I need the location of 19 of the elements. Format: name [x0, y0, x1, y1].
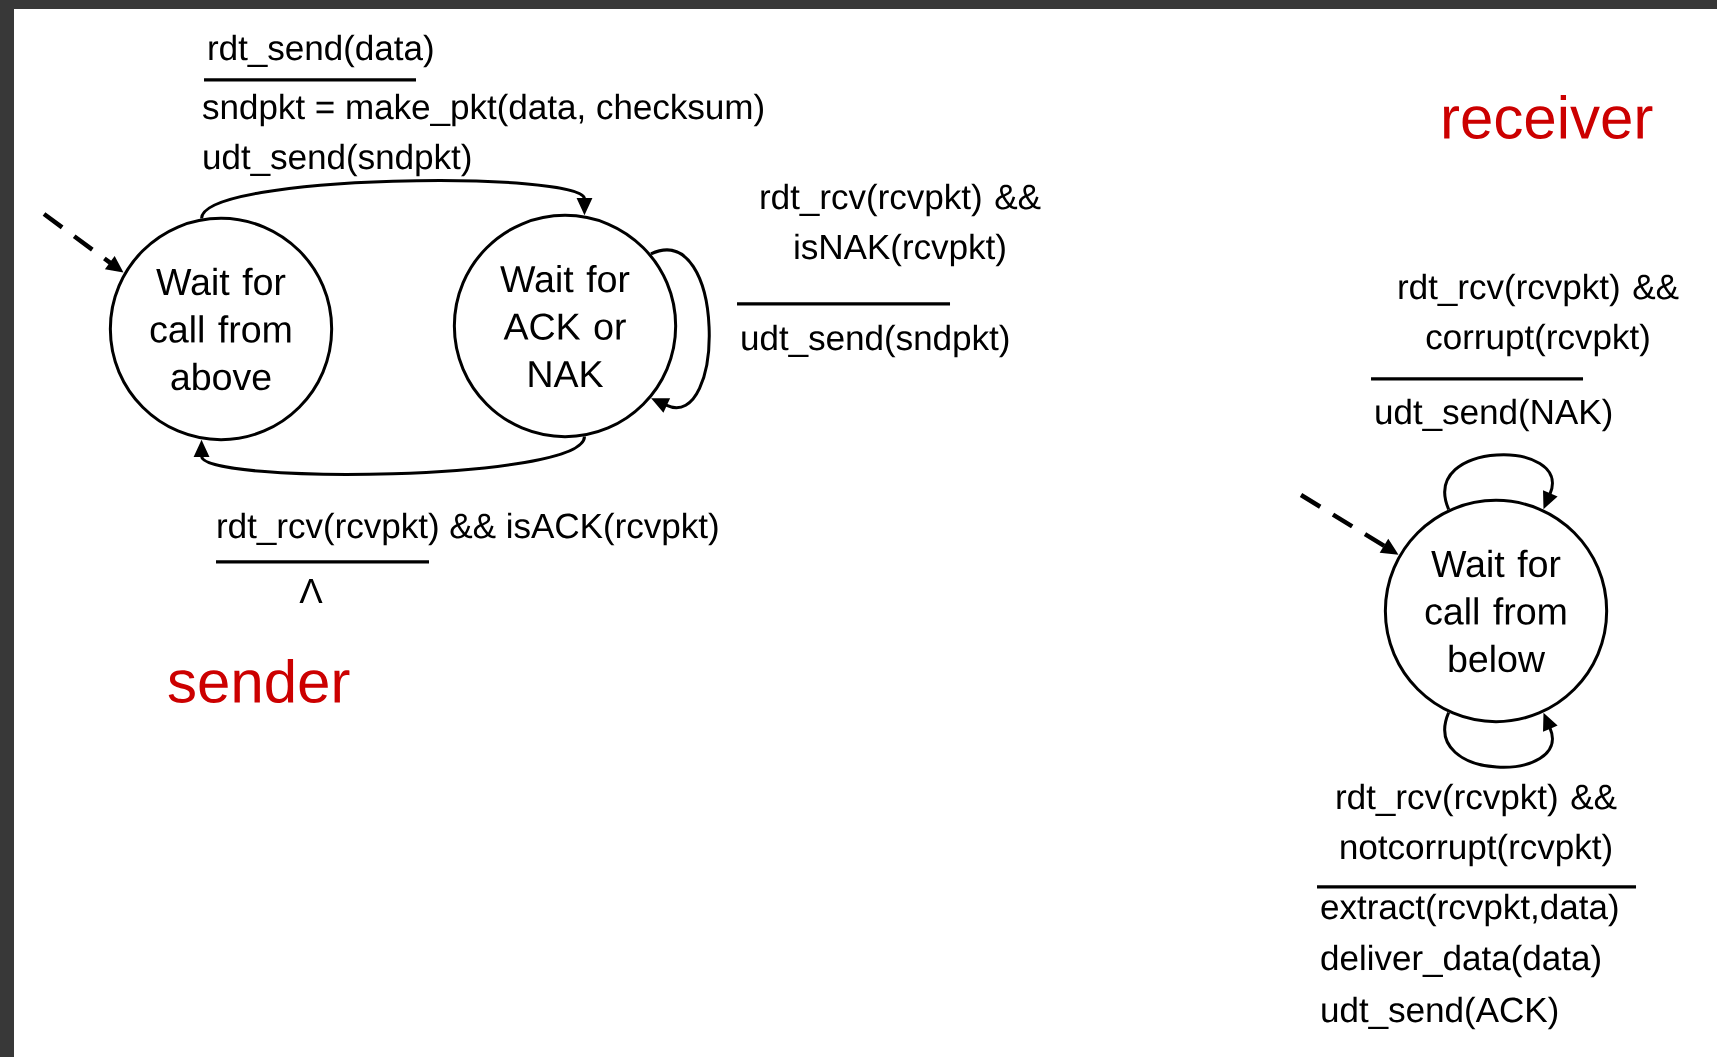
- transition-arrow: [200, 179, 593, 220]
- edge-label: rdt_send(data): [209, 34, 433, 68]
- edge-label: rdt_rcv(rcvpkt) && isACK(rcvpkt): [218, 512, 718, 546]
- self-loop-arrow: [1443, 453, 1558, 510]
- action-text: Λ: [299, 578, 323, 604]
- transition-arrow: [193, 435, 586, 476]
- self-loop-arrow: [650, 248, 711, 413]
- action-text: udt_send(NAK): [1376, 398, 1612, 432]
- edge-label: rdt_rcv(rcvpkt) && corrupt(rcvpkt): [1399, 273, 1679, 357]
- edge-label: rdt_rcv(rcvpkt) && notcorrupt(rcvpkt): [1337, 783, 1617, 867]
- action-text: sndpkt = make_pkt(data, checksum): [203, 93, 763, 127]
- edge-label: rdt_rcv(rcvpkt) && isNAK(rcvpkt): [761, 183, 1041, 267]
- action-text: udt_send(sndpkt): [742, 324, 1009, 358]
- role-heading: sender: [168, 658, 350, 704]
- action-text: extract(rcvpkt,data): [1321, 893, 1618, 927]
- action-text: udt_send(ACK): [1322, 996, 1558, 1030]
- action-text: udt_send(sndpkt): [204, 143, 471, 177]
- action-text: deliver_data(data): [1321, 944, 1600, 978]
- role-heading: receiver: [1444, 94, 1653, 139]
